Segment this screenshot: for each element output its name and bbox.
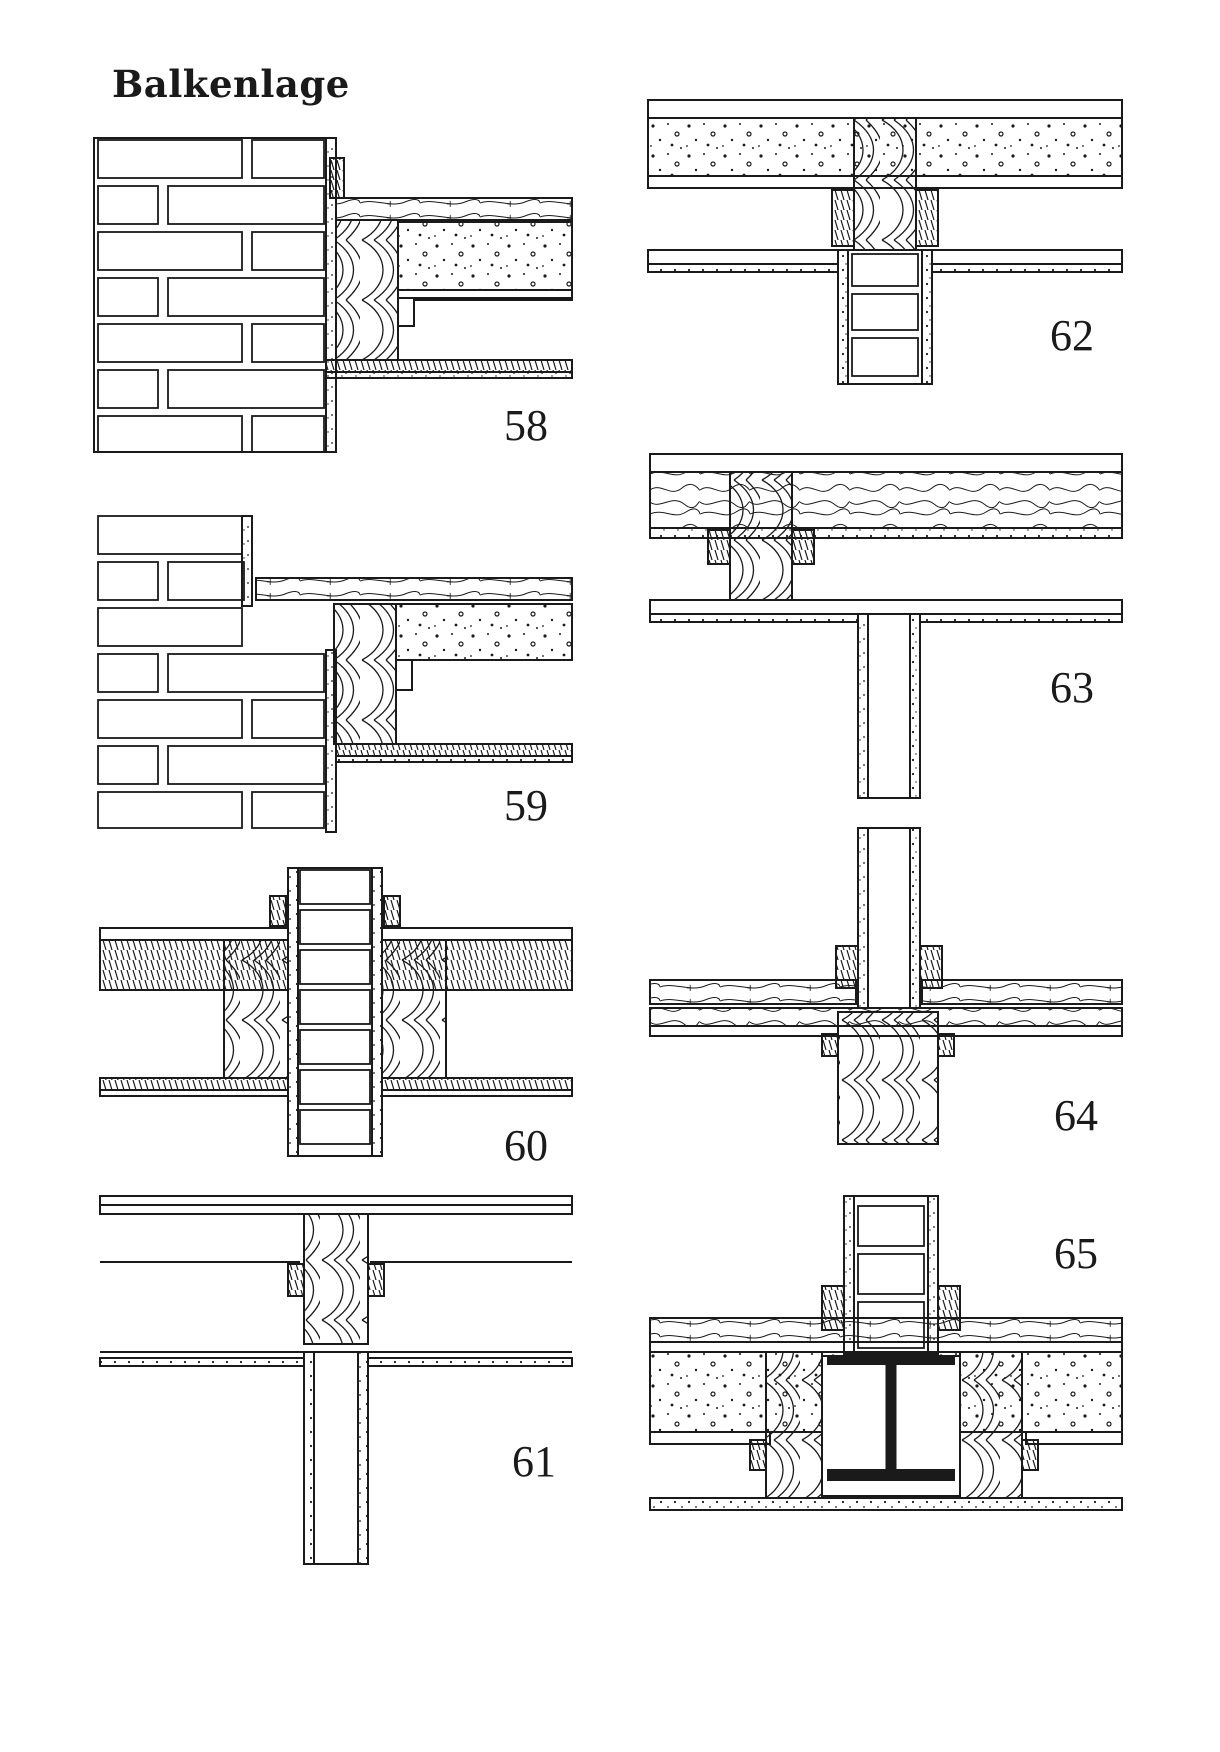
figure-number-58: 58 xyxy=(504,401,548,450)
figure-number-59: 59 xyxy=(504,781,548,830)
figure-number-65: 65 xyxy=(1054,1229,1098,1278)
figure-63-drawing xyxy=(649,453,1123,799)
figure-60-drawing xyxy=(99,867,573,1157)
figure-number-62: 62 xyxy=(1050,311,1094,360)
figure-59-drawing xyxy=(97,515,573,833)
figure-58-drawing xyxy=(93,137,573,453)
figure-number-63: 63 xyxy=(1050,663,1094,712)
page-title: Balkenlage xyxy=(112,62,350,106)
figure-61-drawing xyxy=(99,1195,573,1565)
figure-62-drawing xyxy=(647,99,1123,385)
figure-number-61: 61 xyxy=(512,1437,556,1486)
figure-65-drawing xyxy=(649,1195,1123,1511)
figure-number-64: 64 xyxy=(1054,1091,1098,1140)
figure-number-60: 60 xyxy=(504,1121,548,1170)
figure-64-drawing xyxy=(649,827,1123,1145)
